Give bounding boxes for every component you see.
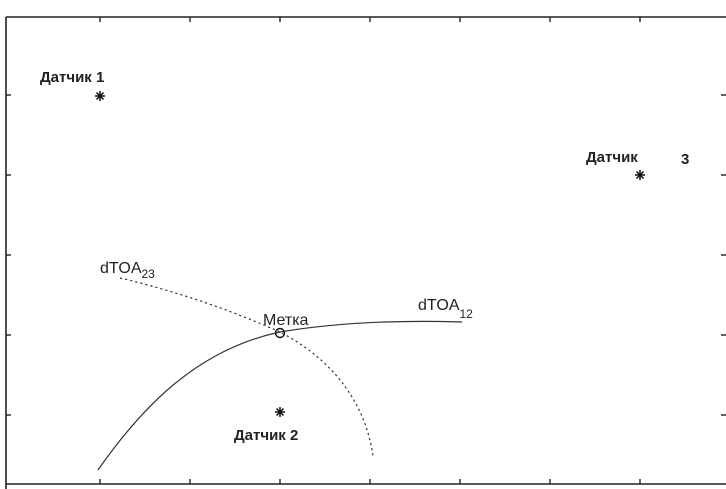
sensor-3-label: Датчик [586, 149, 638, 166]
curve-dtoa23 [119, 277, 374, 457]
asterisk-icon [95, 91, 105, 101]
plot-frame [5, 16, 726, 489]
curve-dtoa12-subscript: 12 [460, 307, 474, 321]
sensor-2-label: Датчик 2 [234, 427, 298, 444]
curve-dtoa12-name: dTOA [418, 297, 460, 314]
sensor-3-number: 3 [681, 151, 689, 168]
curve-dtoa12-label: dTOA12 [418, 297, 473, 321]
curve-dtoa23-name: dTOA [100, 260, 142, 277]
curve-dtoa23-subscript: 23 [142, 267, 156, 281]
sensor-1-label: Датчик 1 [40, 69, 104, 86]
circle-icon [274, 327, 286, 339]
tick-marks [6, 17, 726, 484]
curve-dtoa12 [97, 320, 463, 471]
asterisk-icon [275, 407, 285, 417]
tag-label: Метка [263, 312, 309, 329]
curve-dtoa23-label: dTOA23 [100, 260, 155, 281]
asterisk-icon [635, 170, 645, 180]
